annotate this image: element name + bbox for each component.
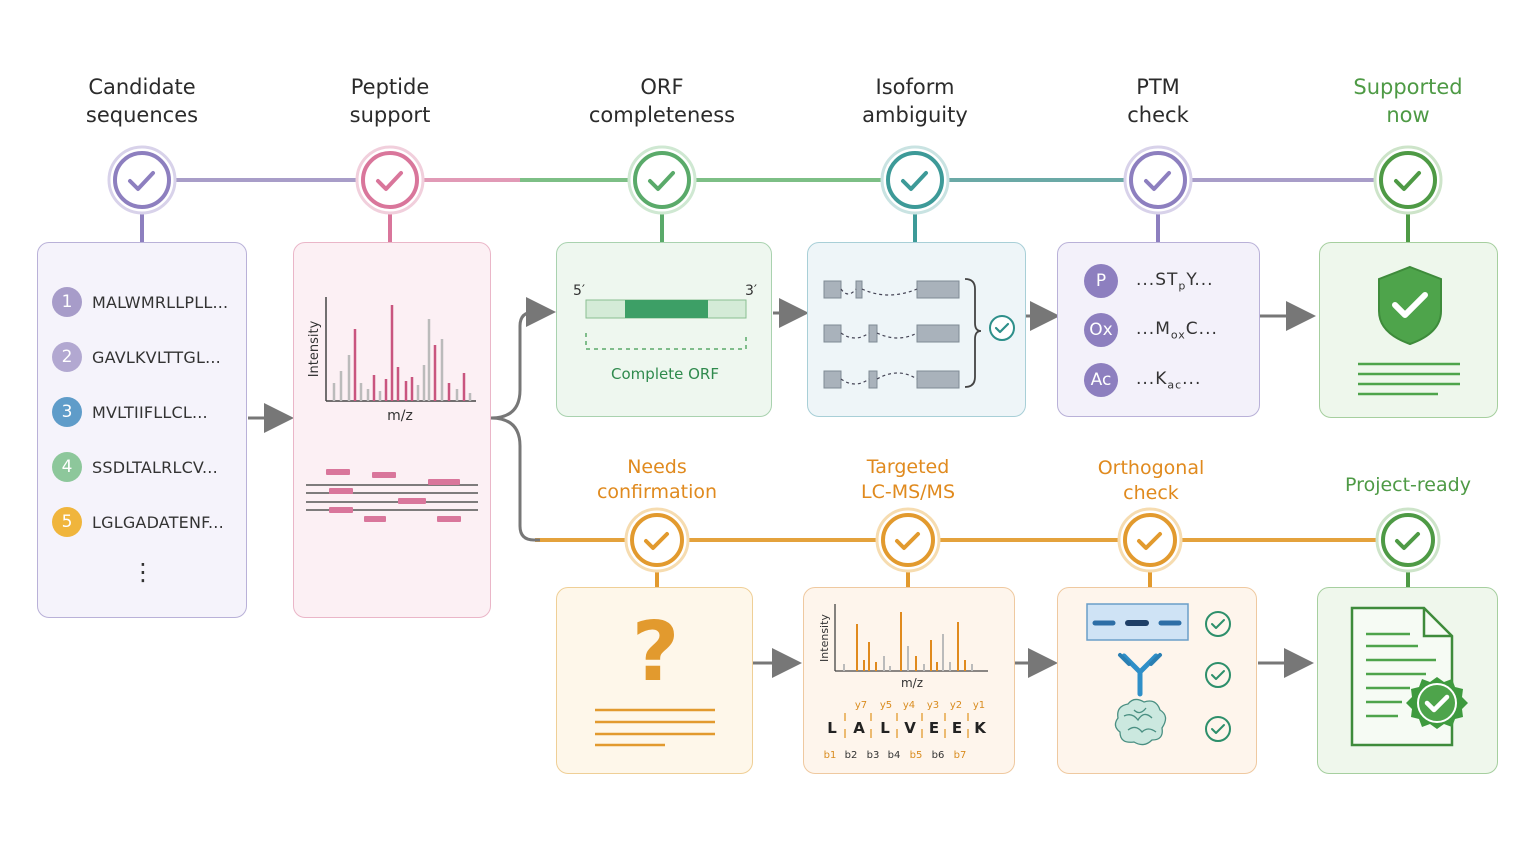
ptm-box: P ...STpY... Ox ...MoxC... Ac ...Kac... (1057, 242, 1260, 417)
residue: A (853, 719, 865, 737)
ptm-motif: ...MoxC... (1136, 318, 1218, 342)
candidate-box: 1 MALWMRLLPLL... 2 GAVLKVLTTGL... 3 MVLT… (37, 242, 247, 618)
b-ion: b3 (867, 750, 880, 761)
sequence-text: MALWMRLLPLL... (92, 292, 229, 312)
residue: E (952, 719, 962, 737)
b-ion: b7 (954, 750, 967, 761)
text-lines (595, 708, 715, 747)
sequence-item: 1 MALWMRLLPLL... (52, 286, 228, 318)
stage-title-targeted: Targeted LC-MS/MS (860, 456, 956, 503)
sequence-item: 2 GAVLKVLTTGL... (52, 341, 221, 373)
isoform-diagram (823, 278, 1015, 389)
supported-box (1319, 242, 1498, 418)
sequence-number: 3 (52, 397, 82, 427)
branch-line-down (490, 416, 540, 542)
western-blot-icon (1086, 603, 1189, 641)
sequence-item: 3 MVLTIIFLLCL... (52, 396, 208, 428)
y-ion: y7 (855, 700, 867, 711)
residue: V (904, 719, 916, 737)
sequence-number: 5 (52, 507, 82, 537)
y-ion: y4 (903, 700, 915, 711)
stage-title-ptm: PTM check (1127, 75, 1189, 127)
stage-title-peptide: Peptide support (349, 75, 431, 127)
y-ion: y3 (927, 700, 939, 711)
seal-badge (1406, 677, 1468, 729)
orf-five-prime: 5′ (573, 283, 585, 299)
spectrum-1: Intensity m/z (306, 297, 478, 522)
orthogonal-box (1057, 587, 1257, 774)
stage-title-needs: Needs confirmation (596, 456, 718, 503)
spectrum-ylabel: Intensity (307, 320, 322, 377)
sequence-number: 1 (52, 287, 82, 317)
stage-title-orf: ORF completeness (588, 75, 736, 127)
antibody-icon (1118, 653, 1162, 697)
orthogonal-diagram (1086, 603, 1231, 746)
orf-diagram: 5′ 3′ (573, 283, 757, 350)
stage-title-ready: Project-ready (1345, 474, 1471, 496)
b-ion: b2 (845, 750, 858, 761)
b-ion: b6 (932, 750, 945, 761)
sequence-text: SSDLTALRLCV... (92, 457, 218, 477)
ptm-badge: Ox (1084, 313, 1118, 347)
y-ion: y2 (950, 700, 962, 711)
ready-box (1317, 587, 1498, 774)
sequence-number: 2 (52, 342, 82, 372)
residue: E (929, 719, 939, 737)
isoform-box (807, 242, 1026, 417)
protein-structure-icon (1114, 698, 1167, 746)
ptm-row: Ox ...MoxC... (1084, 313, 1218, 347)
sequence-text: LGLGADATENF... (92, 512, 224, 532)
residue: K (974, 719, 987, 737)
shield-check-icon (1358, 265, 1460, 396)
sequence-text: MVLTIIFLLCL... (92, 402, 208, 422)
stage-title-supported: Supported now (1353, 75, 1463, 127)
stage-title-candidate: Candidate sequences (85, 75, 199, 127)
b-ion: b5 (910, 750, 923, 761)
sequence-item: 5 LGLGADATENF... (52, 506, 224, 538)
check-icon (1205, 611, 1231, 742)
peptide-box: Intensity m/z (293, 242, 491, 618)
ptm-row: P ...STpY... (1084, 264, 1214, 298)
ptm-badge: P (1084, 264, 1118, 298)
ptm-row: Ac ...Kac... (1084, 363, 1201, 397)
y-ion: y5 (880, 700, 892, 711)
ptm-badge: Ac (1084, 363, 1118, 397)
sequence-number: 4 (52, 452, 82, 482)
residue: L (827, 719, 837, 737)
sequence-item: 4 SSDLTALRLCV... (52, 451, 218, 483)
question-icon: ? (631, 605, 680, 700)
y-ion: y1 (973, 700, 985, 711)
b-ion: b1 (824, 750, 837, 761)
residue: L (880, 719, 890, 737)
orf-box: 5′ 3′ Complete ORF (556, 242, 772, 417)
orf-three-prime: 3′ (745, 283, 757, 299)
stage-title-isoform: Isoform ambiguity (862, 75, 968, 127)
targeted-box: Intensity m/z y7 y5 y4 y3 y2 y1 L A L V … (803, 587, 1015, 774)
ptm-motif: ...Kac... (1136, 368, 1202, 392)
needs-box: ? (556, 587, 753, 774)
b-ion: b4 (888, 750, 901, 761)
stage-title-orthogonal: Orthogonal check (1097, 457, 1205, 504)
sequence-text: GAVLKVLTTGL... (92, 347, 221, 367)
ptm-motif: ...STpY... (1136, 269, 1214, 293)
certified-document-icon (1350, 606, 1468, 747)
branch-arrow-up (490, 297, 556, 420)
spectrum2-ylabel: Intensity (818, 614, 831, 662)
more-ellipsis: ⋮ (131, 559, 155, 586)
spectrum-2: Intensity m/z y7 y5 y4 y3 y2 y1 L A L V … (818, 604, 988, 761)
spectrum2-xlabel: m/z (901, 676, 923, 690)
orf-label: Complete ORF (611, 365, 719, 383)
spectrum-xlabel: m/z (387, 408, 413, 424)
